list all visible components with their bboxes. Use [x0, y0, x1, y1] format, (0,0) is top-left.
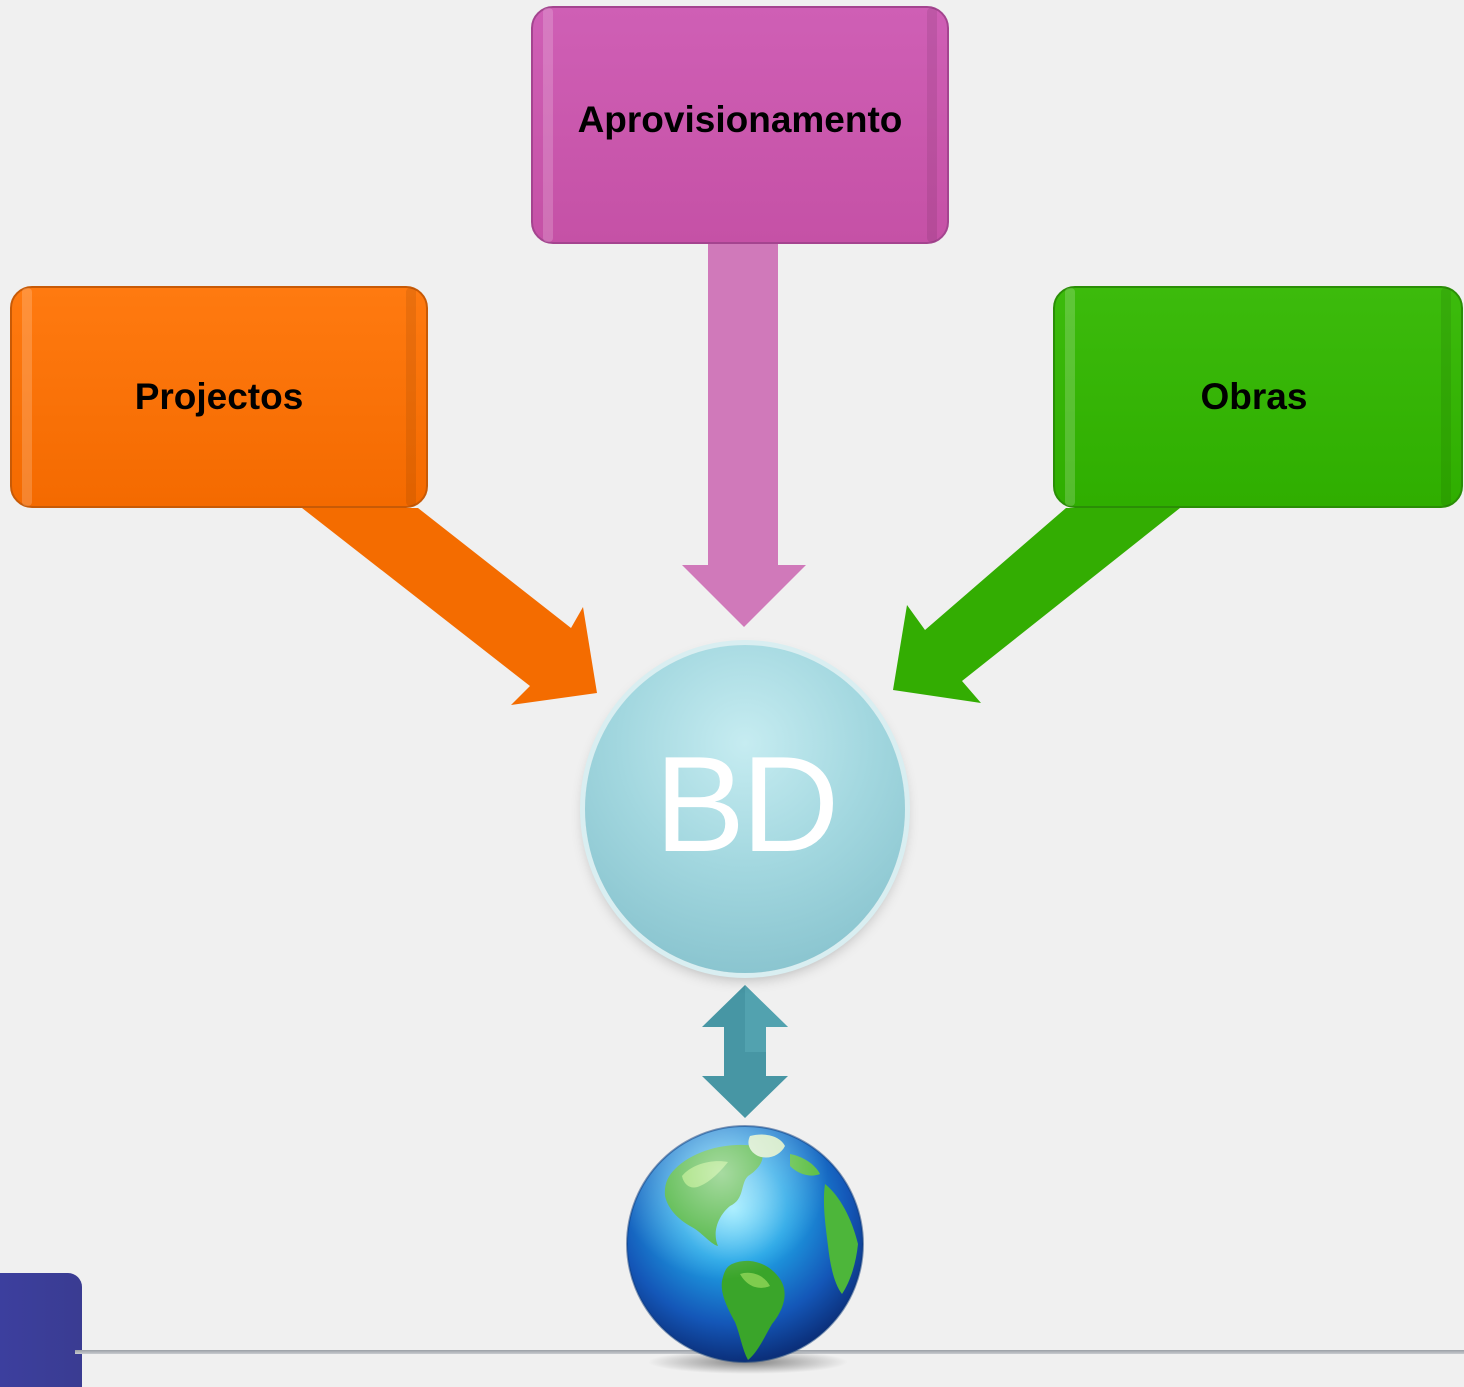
database-label: BD	[654, 728, 840, 880]
corner-decoration-block	[0, 1273, 82, 1387]
obras-box: Obras	[1053, 286, 1463, 508]
projectos-arrow	[302, 508, 597, 705]
globe-icon	[626, 1125, 864, 1374]
double-headed-arrow-icon	[702, 985, 788, 1118]
obras-arrow	[893, 508, 1180, 703]
projectos-box: Projectos	[10, 286, 428, 508]
projectos-label: Projectos	[134, 376, 304, 417]
aprovisionamento-label: Aprovisionamento	[577, 99, 903, 140]
aprovisionamento-box: Aprovisionamento	[531, 6, 949, 244]
aprovisionamento-arrow	[682, 140, 806, 627]
database-circle: BD	[585, 645, 905, 973]
obras-label: Obras	[1200, 376, 1308, 417]
